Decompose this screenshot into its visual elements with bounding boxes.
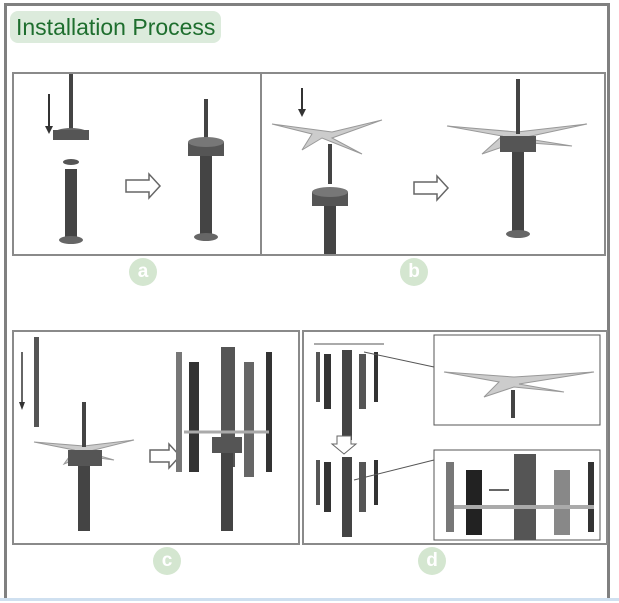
step-c-badge: c	[153, 547, 181, 575]
step-d-panel	[302, 330, 608, 545]
step-b-illustration	[271, 79, 588, 254]
step-b-panel	[260, 72, 606, 256]
page-frame	[4, 3, 610, 598]
right-arrow-icon	[125, 172, 162, 200]
step-d-badge: d	[418, 547, 446, 575]
step-b-badge: b	[400, 258, 428, 286]
bottom-divider	[0, 598, 619, 601]
step-c-illustration	[19, 337, 272, 531]
step-a-badge: a	[129, 258, 157, 286]
step-a-panel	[12, 72, 262, 256]
step-a-illustration	[45, 74, 224, 244]
step-c-panel	[12, 330, 300, 545]
step-d-illustration	[314, 334, 601, 541]
page-title: Installation Process	[10, 11, 222, 43]
